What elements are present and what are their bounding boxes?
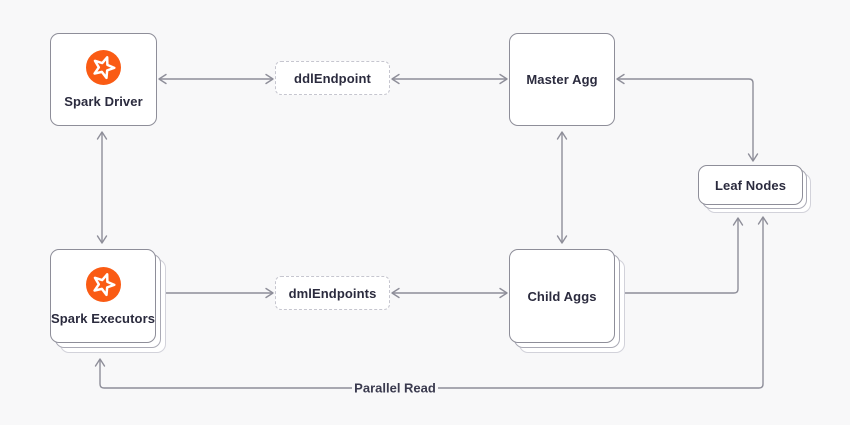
node-master-agg: Master Agg (509, 33, 615, 126)
singlestore-star-icon (86, 50, 121, 85)
node-child-aggs: Child Aggs (509, 249, 625, 353)
edge-masteragg-leaf (616, 73, 759, 162)
node-label: ddlEndpoint (294, 70, 371, 86)
node-dml-endpoints: dmlEndpoints (275, 276, 390, 310)
node-label: Leaf Nodes (714, 177, 787, 193)
node-label: Master Agg (526, 72, 598, 87)
node-label: dmlEndpoints (288, 285, 377, 301)
node-spark-driver: Spark Driver (50, 33, 157, 126)
node-ddl-endpoint: ddlEndpoint (275, 61, 390, 95)
node-label: Child Aggs (527, 288, 597, 304)
singlestore-star-icon (85, 266, 121, 302)
edge-childaggs-leaf (616, 217, 744, 299)
node-leaf-nodes: Leaf Nodes (698, 165, 811, 213)
node-spark-executors: Spark Executors (50, 249, 166, 353)
node-label: Spark Driver (64, 94, 143, 109)
edge-parallel-read (100, 217, 763, 389)
node-label: Spark Executors (50, 310, 156, 326)
parallel-read-edge-label: Parallel Read (354, 380, 436, 396)
